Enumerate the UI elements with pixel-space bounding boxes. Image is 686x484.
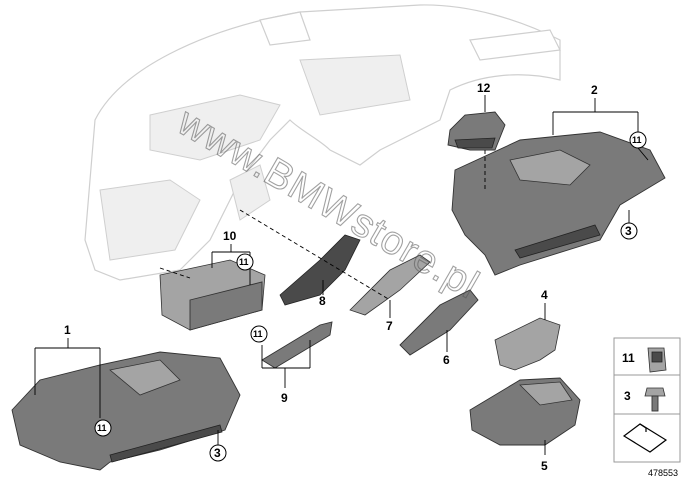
svg-text:3: 3 bbox=[214, 446, 221, 460]
legend-item-3: 3 bbox=[624, 389, 631, 403]
part-7-frame bbox=[349, 254, 431, 316]
callout-8: 8 bbox=[319, 294, 326, 308]
svg-text:3: 3 bbox=[625, 224, 632, 238]
callout-9: 9 bbox=[281, 391, 288, 405]
callout-10: 10 bbox=[223, 229, 237, 243]
svg-text:11: 11 bbox=[632, 135, 642, 145]
bracket-icon bbox=[622, 423, 668, 453]
callout-3-right: 3 bbox=[620, 222, 638, 240]
part-2-right-trim-panel bbox=[451, 131, 666, 276]
callout-1: 1 bbox=[64, 323, 71, 337]
part-5-lower-cover bbox=[469, 377, 581, 446]
callout-3-left: 3 bbox=[209, 444, 227, 462]
callout-4: 4 bbox=[541, 288, 548, 302]
part-6-frame bbox=[399, 289, 479, 356]
legend-item-11: 11 bbox=[622, 351, 635, 365]
part-8-trim bbox=[279, 234, 361, 306]
callout-5: 5 bbox=[541, 459, 548, 473]
svg-text:11: 11 bbox=[97, 423, 107, 433]
dashboard-outline bbox=[84, 4, 561, 281]
part-10-glove-box bbox=[159, 259, 266, 331]
callout-7: 7 bbox=[386, 319, 393, 333]
part-4-cover bbox=[494, 317, 561, 371]
callout-2: 2 bbox=[591, 83, 598, 97]
part-12-bracket bbox=[447, 111, 506, 151]
callout-11-strip: 11 bbox=[250, 325, 268, 343]
part-9-strip bbox=[261, 321, 333, 369]
callout-11-glovebox: 11 bbox=[236, 253, 254, 271]
callout-11-right: 11 bbox=[629, 131, 647, 149]
callout-11-left: 11 bbox=[94, 419, 112, 437]
callout-labels: 1 2 4 5 6 7 8 9 10 12 11 11 11 11 3 bbox=[64, 81, 647, 473]
svg-text:11: 11 bbox=[253, 329, 263, 339]
callout-6: 6 bbox=[443, 353, 450, 367]
part-1-left-trim-panel bbox=[11, 351, 241, 471]
legend-box: 11 3 bbox=[613, 337, 681, 463]
svg-text:11: 11 bbox=[239, 257, 249, 267]
reference-number: 478553 bbox=[648, 468, 678, 478]
callout-12: 12 bbox=[477, 81, 491, 95]
screw-icon bbox=[644, 387, 666, 412]
clip-icon bbox=[647, 347, 667, 373]
leader-lines bbox=[34, 95, 649, 455]
